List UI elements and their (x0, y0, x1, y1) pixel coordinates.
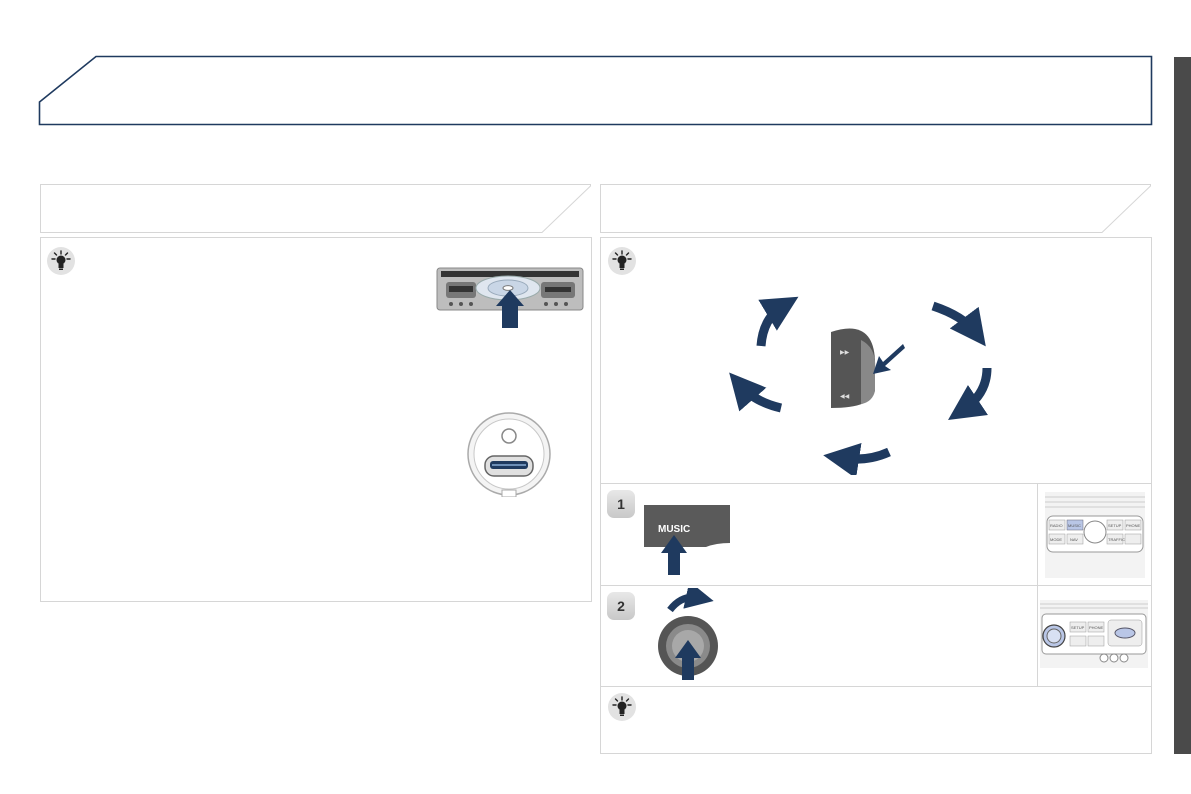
console-panel-2: SETUP PHONE (1040, 600, 1148, 668)
header-frame (38, 55, 1153, 126)
console-phone-label: PHONE (1089, 625, 1104, 630)
rotary-knob-illustration (658, 588, 718, 680)
console-phone-label: PHONE (1126, 523, 1141, 528)
light-bulb-icon (608, 693, 636, 721)
console-music-label: MUSIC (1068, 523, 1081, 528)
console-panel-1: RADIO MUSIC MODE NAV SETUP PHONE TRAFFIC (1045, 492, 1145, 578)
steering-control-illustration: ▶▶ ◀◀ (729, 296, 992, 475)
step-2-number: 2 (607, 592, 635, 620)
usb-port-illustration (467, 412, 551, 497)
cd-slot-illustration (436, 267, 584, 328)
console-radio-label: RADIO (1050, 523, 1063, 528)
step-1-number: 1 (607, 490, 635, 518)
music-button-label: MUSIC (658, 524, 690, 535)
side-tab (1174, 57, 1191, 754)
left-panel-header (40, 184, 591, 233)
right-panel-bottom-tip-box (600, 686, 1152, 754)
music-button-illustration: MUSIC (644, 505, 730, 575)
light-bulb-icon (47, 247, 75, 275)
right-panel-tip-box (600, 237, 1152, 484)
console-setup-label: SETUP (1071, 625, 1085, 630)
light-bulb-icon (608, 247, 636, 275)
console-mode-label: MODE (1050, 537, 1062, 542)
console-traffic-label: TRAFFIC (1108, 537, 1125, 542)
svg-text:◀◀: ◀◀ (840, 393, 850, 400)
console-nav-label: NAV (1070, 537, 1078, 542)
right-panel-header (600, 184, 1151, 233)
svg-text:▶▶: ▶▶ (840, 349, 850, 356)
console-setup-label: SETUP (1108, 523, 1122, 528)
